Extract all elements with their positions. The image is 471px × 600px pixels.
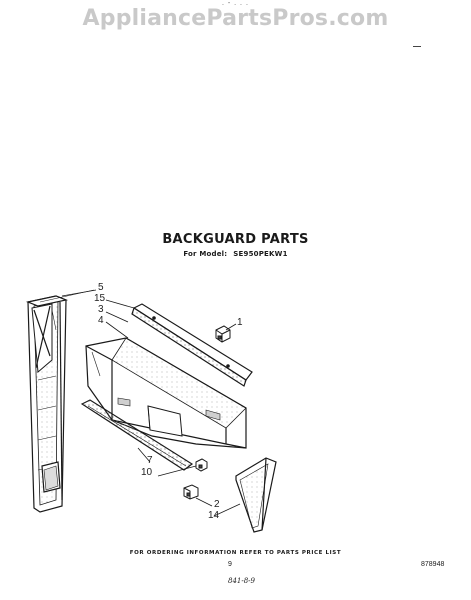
- right-end-trim-part-14: [235, 457, 277, 533]
- backguard-panel-part-4: [85, 337, 247, 449]
- bracket-part-2: [183, 484, 199, 500]
- watermark: AppliancePartsPros.com: [82, 6, 389, 31]
- callout-15: 15: [94, 293, 106, 304]
- corner-dash: [413, 46, 421, 47]
- leader-lines: [39, 289, 241, 517]
- model-prefix: For Model:: [183, 250, 228, 258]
- document-number: 878948: [421, 561, 445, 568]
- callout-5: 5: [98, 282, 104, 293]
- callout-10: 10: [141, 467, 153, 478]
- ordering-note: FOR ORDERING INFORMATION REFER TO PARTS …: [129, 550, 342, 556]
- callout-3: 3: [98, 304, 104, 315]
- model-number: SE950PEKW1: [233, 250, 288, 258]
- diagram-title: BACKGUARD PARTS: [162, 232, 309, 247]
- callout-4: 4: [98, 315, 104, 326]
- side-trim-part-5: [25, 295, 69, 513]
- callout-14: 14: [208, 510, 220, 521]
- diagram-subtitle: For Model: SE950PEKW1: [0, 250, 471, 258]
- clip-part-10: [195, 458, 208, 472]
- callout-1: 1: [237, 317, 243, 328]
- top-trim-strip-part-3: [131, 303, 253, 387]
- top-marks: . - . . .: [222, 0, 249, 7]
- page-number: 9: [228, 561, 232, 568]
- callout-7: 7: [147, 455, 153, 466]
- handwritten-mark: 841-8-9: [228, 577, 255, 585]
- lower-trim-strip-part-7: [80, 399, 194, 471]
- callout-2: 2: [214, 499, 220, 510]
